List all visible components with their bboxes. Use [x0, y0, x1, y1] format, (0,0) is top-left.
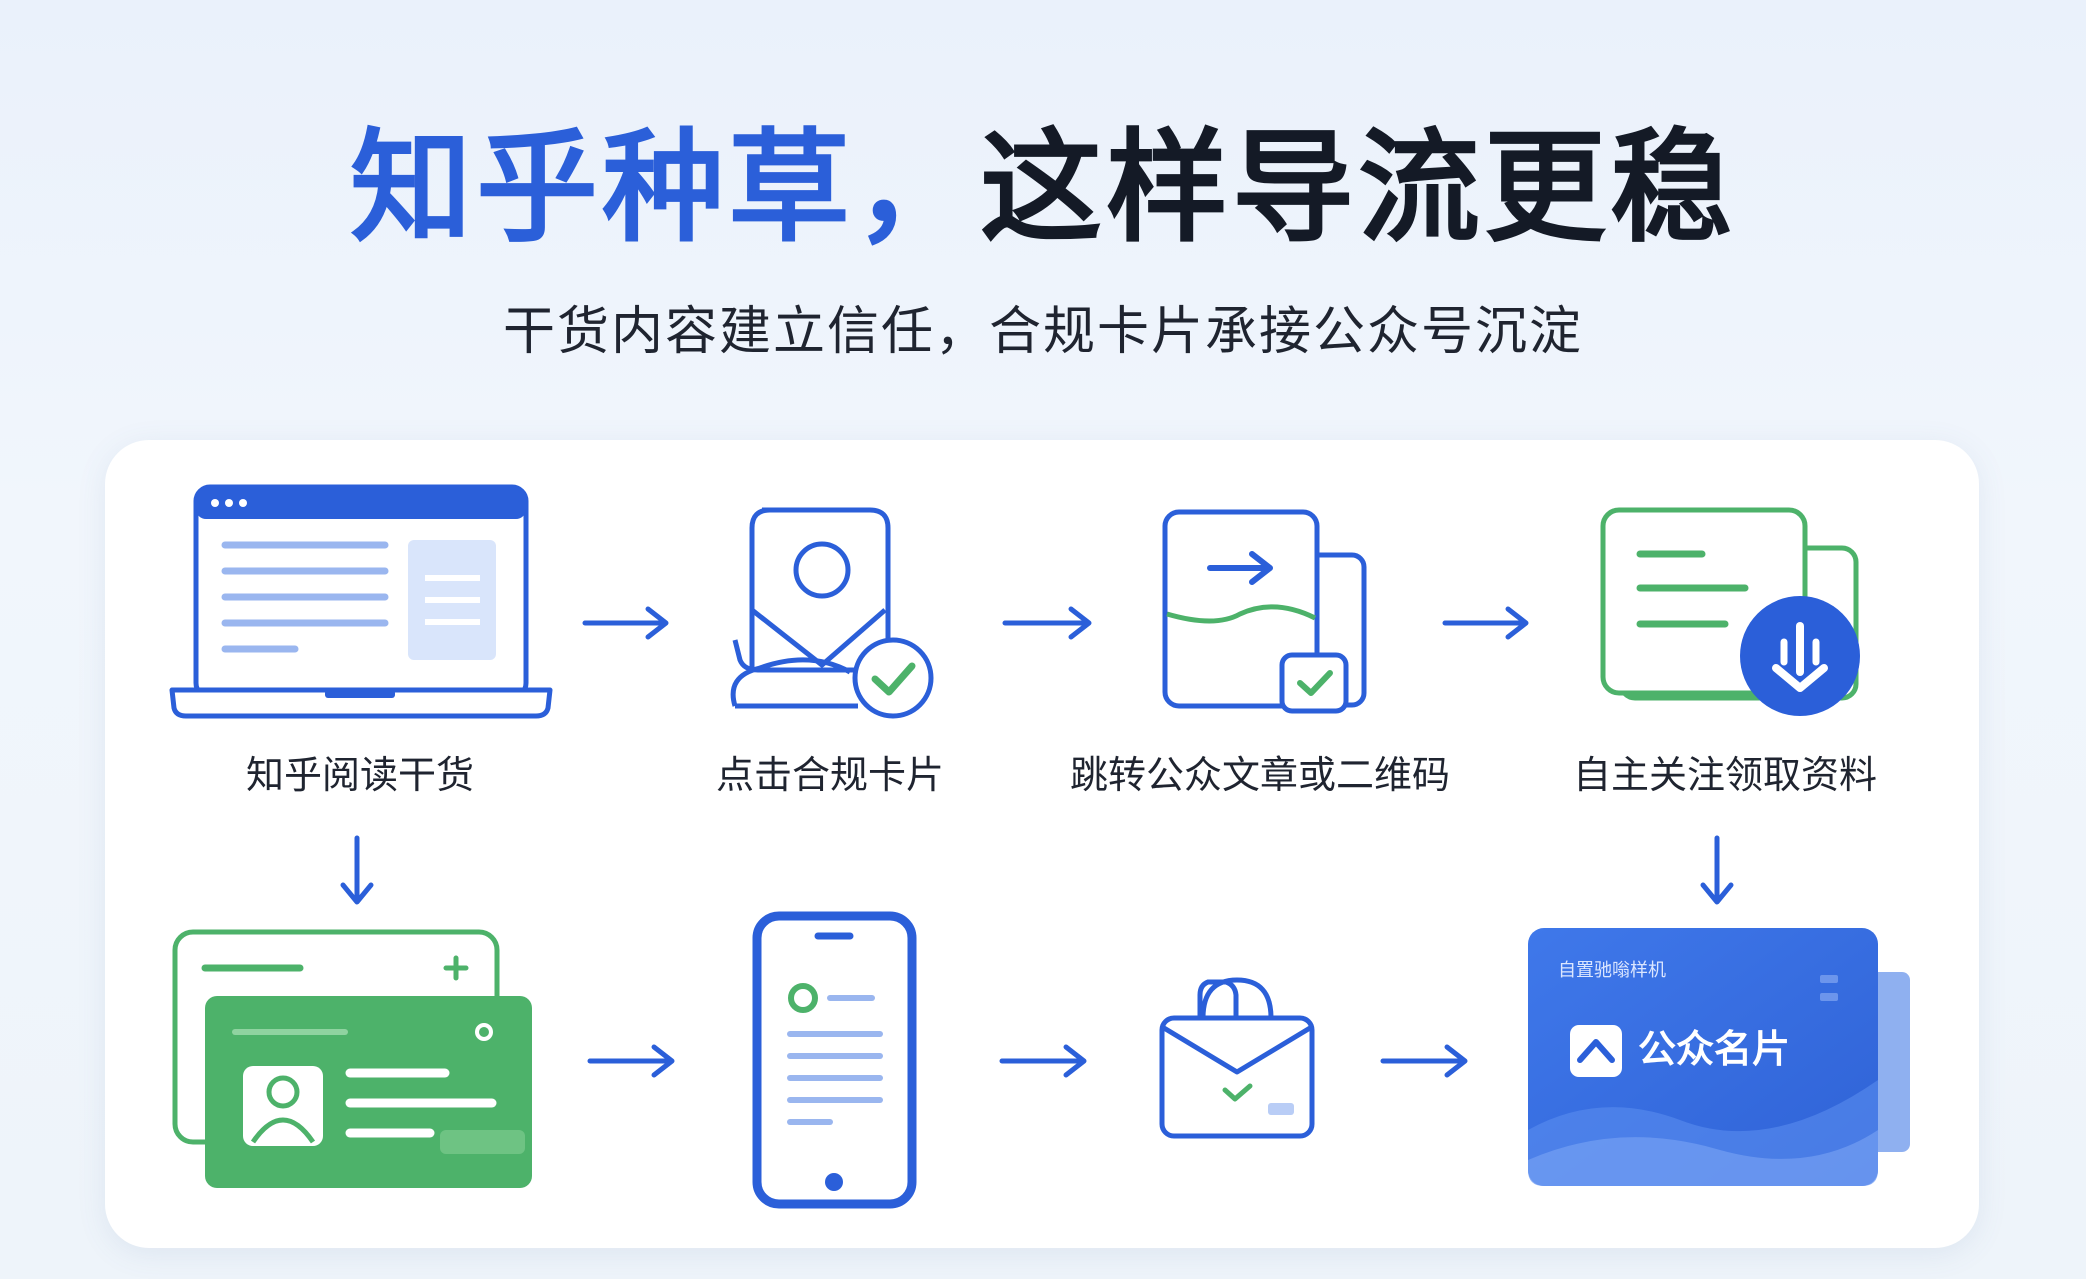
document-redirect-icon: [1162, 509, 1367, 714]
flow-arrow: [340, 835, 374, 905]
flow-arrow: [999, 1044, 1087, 1078]
title-highlight: 知乎种草，: [350, 117, 980, 259]
page-title: 知乎种草，这样导流更稳: [0, 118, 2086, 258]
document-download-icon: [1600, 507, 1860, 716]
profile-card-check-icon: [730, 507, 934, 719]
laptop-article-icon: [169, 484, 553, 719]
flow-arrow: [582, 606, 669, 640]
step-label-3: 跳转公众文章或二维码: [1069, 753, 1450, 797]
page-subtitle: 干货内容建立信任，合规卡片承接公众号沉淀: [502, 302, 1583, 362]
flow-arrow: [1700, 835, 1734, 905]
shopping-bag-icon: [1159, 977, 1315, 1139]
title-rest: 这样导流更稳: [980, 117, 1736, 259]
account-card-icon: 自置驰嗡样机 公众名片: [1528, 928, 1910, 1186]
step-label-4: 自主关注领取资料: [1572, 753, 1877, 797]
step-label-1: 知乎阅读干货: [245, 753, 474, 797]
id-card-icon: [172, 929, 532, 1188]
flow-arrow: [1442, 606, 1529, 640]
account-card-name: 公众名片: [1638, 1027, 1790, 1071]
smartphone-icon: [752, 911, 917, 1209]
account-card-small-text: 自置驰嗡样机: [1558, 960, 1666, 981]
flow-arrow: [587, 1044, 675, 1078]
flow-arrow: [1002, 606, 1092, 640]
step-label-2: 点击合规卡片: [715, 753, 944, 797]
flow-arrow: [1380, 1044, 1468, 1078]
